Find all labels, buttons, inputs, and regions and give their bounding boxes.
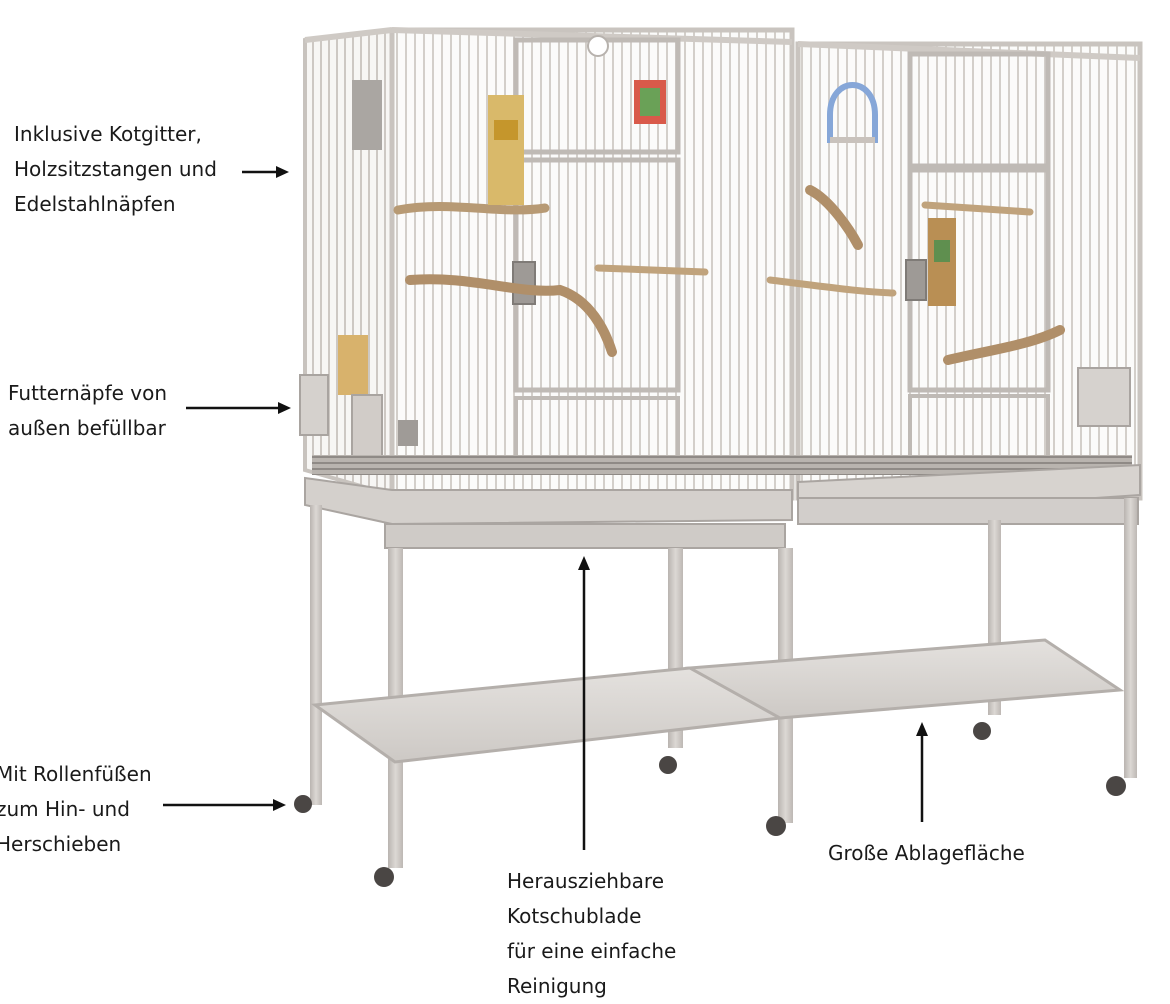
callout-casters: Mit Rollenfüßen zum Hin- und Herschieben: [0, 757, 152, 862]
callout-line: Edelstahlnäpfen: [14, 192, 176, 216]
callout-pull-out-drawer: Herausziehbare Kotschublade für eine ein…: [507, 864, 676, 1004]
cage-right-section: [795, 41, 1143, 501]
callout-line: außen befüllbar: [8, 416, 166, 440]
callout-line: Herausziehbare: [507, 869, 664, 893]
callout-line: Herschieben: [0, 832, 122, 856]
grates-and-drawers: [304, 455, 1141, 549]
outside-food-bowls: [299, 367, 1131, 466]
callout-storage-shelf: Große Ablagefläche: [828, 836, 1025, 871]
callout-line: Große Ablagefläche: [828, 841, 1025, 865]
arrow-shelf-head: [916, 722, 928, 736]
callout-droppings-grate: Inklusive Kotgitter, Holzsitzstangen und…: [14, 117, 217, 222]
callout-line: Futternäpfe von: [8, 381, 168, 405]
arrow-drawer-head: [578, 556, 590, 570]
callout-line: Inklusive Kotgitter,: [14, 122, 202, 146]
toys: [338, 80, 956, 395]
arrow-droppings-head: [276, 166, 289, 178]
arrow-bowls-head: [278, 402, 291, 414]
perches: [393, 185, 1065, 365]
callout-line: Holzsitzstangen und: [14, 157, 217, 181]
callout-food-bowls: Futternäpfe von außen befüllbar: [8, 376, 167, 446]
callout-line: für eine einfache: [507, 939, 677, 963]
storage-shelves: [310, 638, 1125, 764]
callout-line: Kotschublade: [507, 904, 642, 928]
callout-arrows: [163, 166, 928, 850]
callout-line: Reinigung: [507, 974, 607, 998]
callout-line: zum Hin- und: [0, 797, 130, 821]
caster-wheels: [294, 722, 1126, 887]
arrow-casters-head: [273, 799, 286, 811]
callout-line: Mit Rollenfüßen: [0, 762, 152, 786]
